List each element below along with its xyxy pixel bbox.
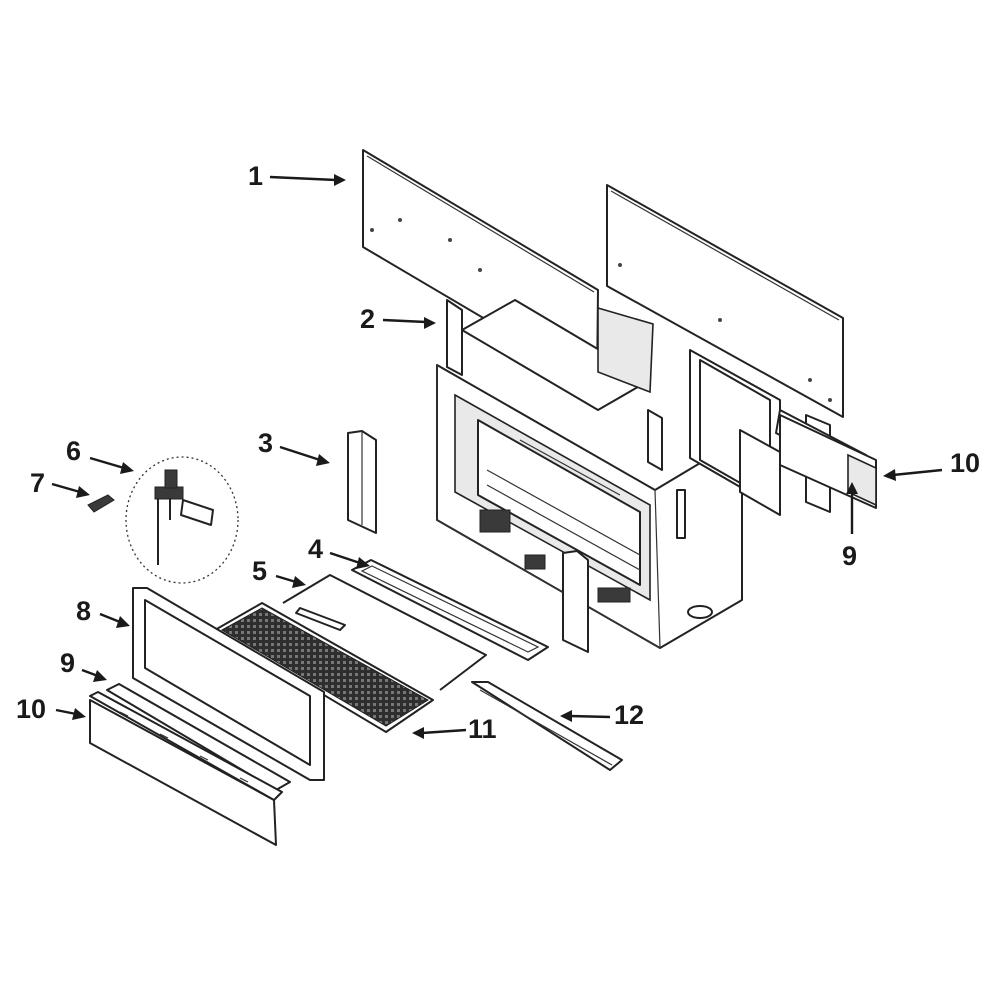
leader-lines: [51, 174, 943, 739]
part-11-mesh-tray: [214, 602, 434, 733]
callout-10-left: 10: [16, 694, 46, 724]
callout-10-right: 10: [950, 448, 980, 478]
part-10-base-panel: [89, 691, 283, 846]
callout-labels: 1 2 3 4 5 6 7 8 9 10 11 12 9 10: [16, 161, 980, 744]
callout-1: 1: [248, 161, 263, 191]
part-2-firebox-body: [436, 299, 781, 649]
part-5-bracket: [282, 574, 487, 691]
callout-8: 8: [76, 596, 91, 626]
part-8-front-glass: [132, 587, 325, 781]
part-1-back-panel-right: [606, 184, 844, 418]
part-3b-side-panel: [562, 550, 589, 653]
callout-2: 2: [360, 304, 375, 334]
callout-11: 11: [468, 714, 497, 744]
part-12-rail: [471, 681, 623, 771]
callout-6: 6: [66, 436, 81, 466]
part-3-side-panel: [347, 430, 377, 534]
callout-9-right: 9: [842, 541, 857, 571]
part-6-valve-assembly: [125, 456, 239, 584]
callout-9-left: 9: [60, 648, 75, 678]
part-7-clip: [87, 494, 115, 513]
callout-4: 4: [308, 534, 323, 564]
callout-7: 7: [30, 468, 45, 498]
callout-5: 5: [252, 556, 267, 586]
callout-3: 3: [258, 428, 273, 458]
part-9-trim-left: [106, 683, 291, 791]
callout-12: 12: [614, 700, 644, 730]
